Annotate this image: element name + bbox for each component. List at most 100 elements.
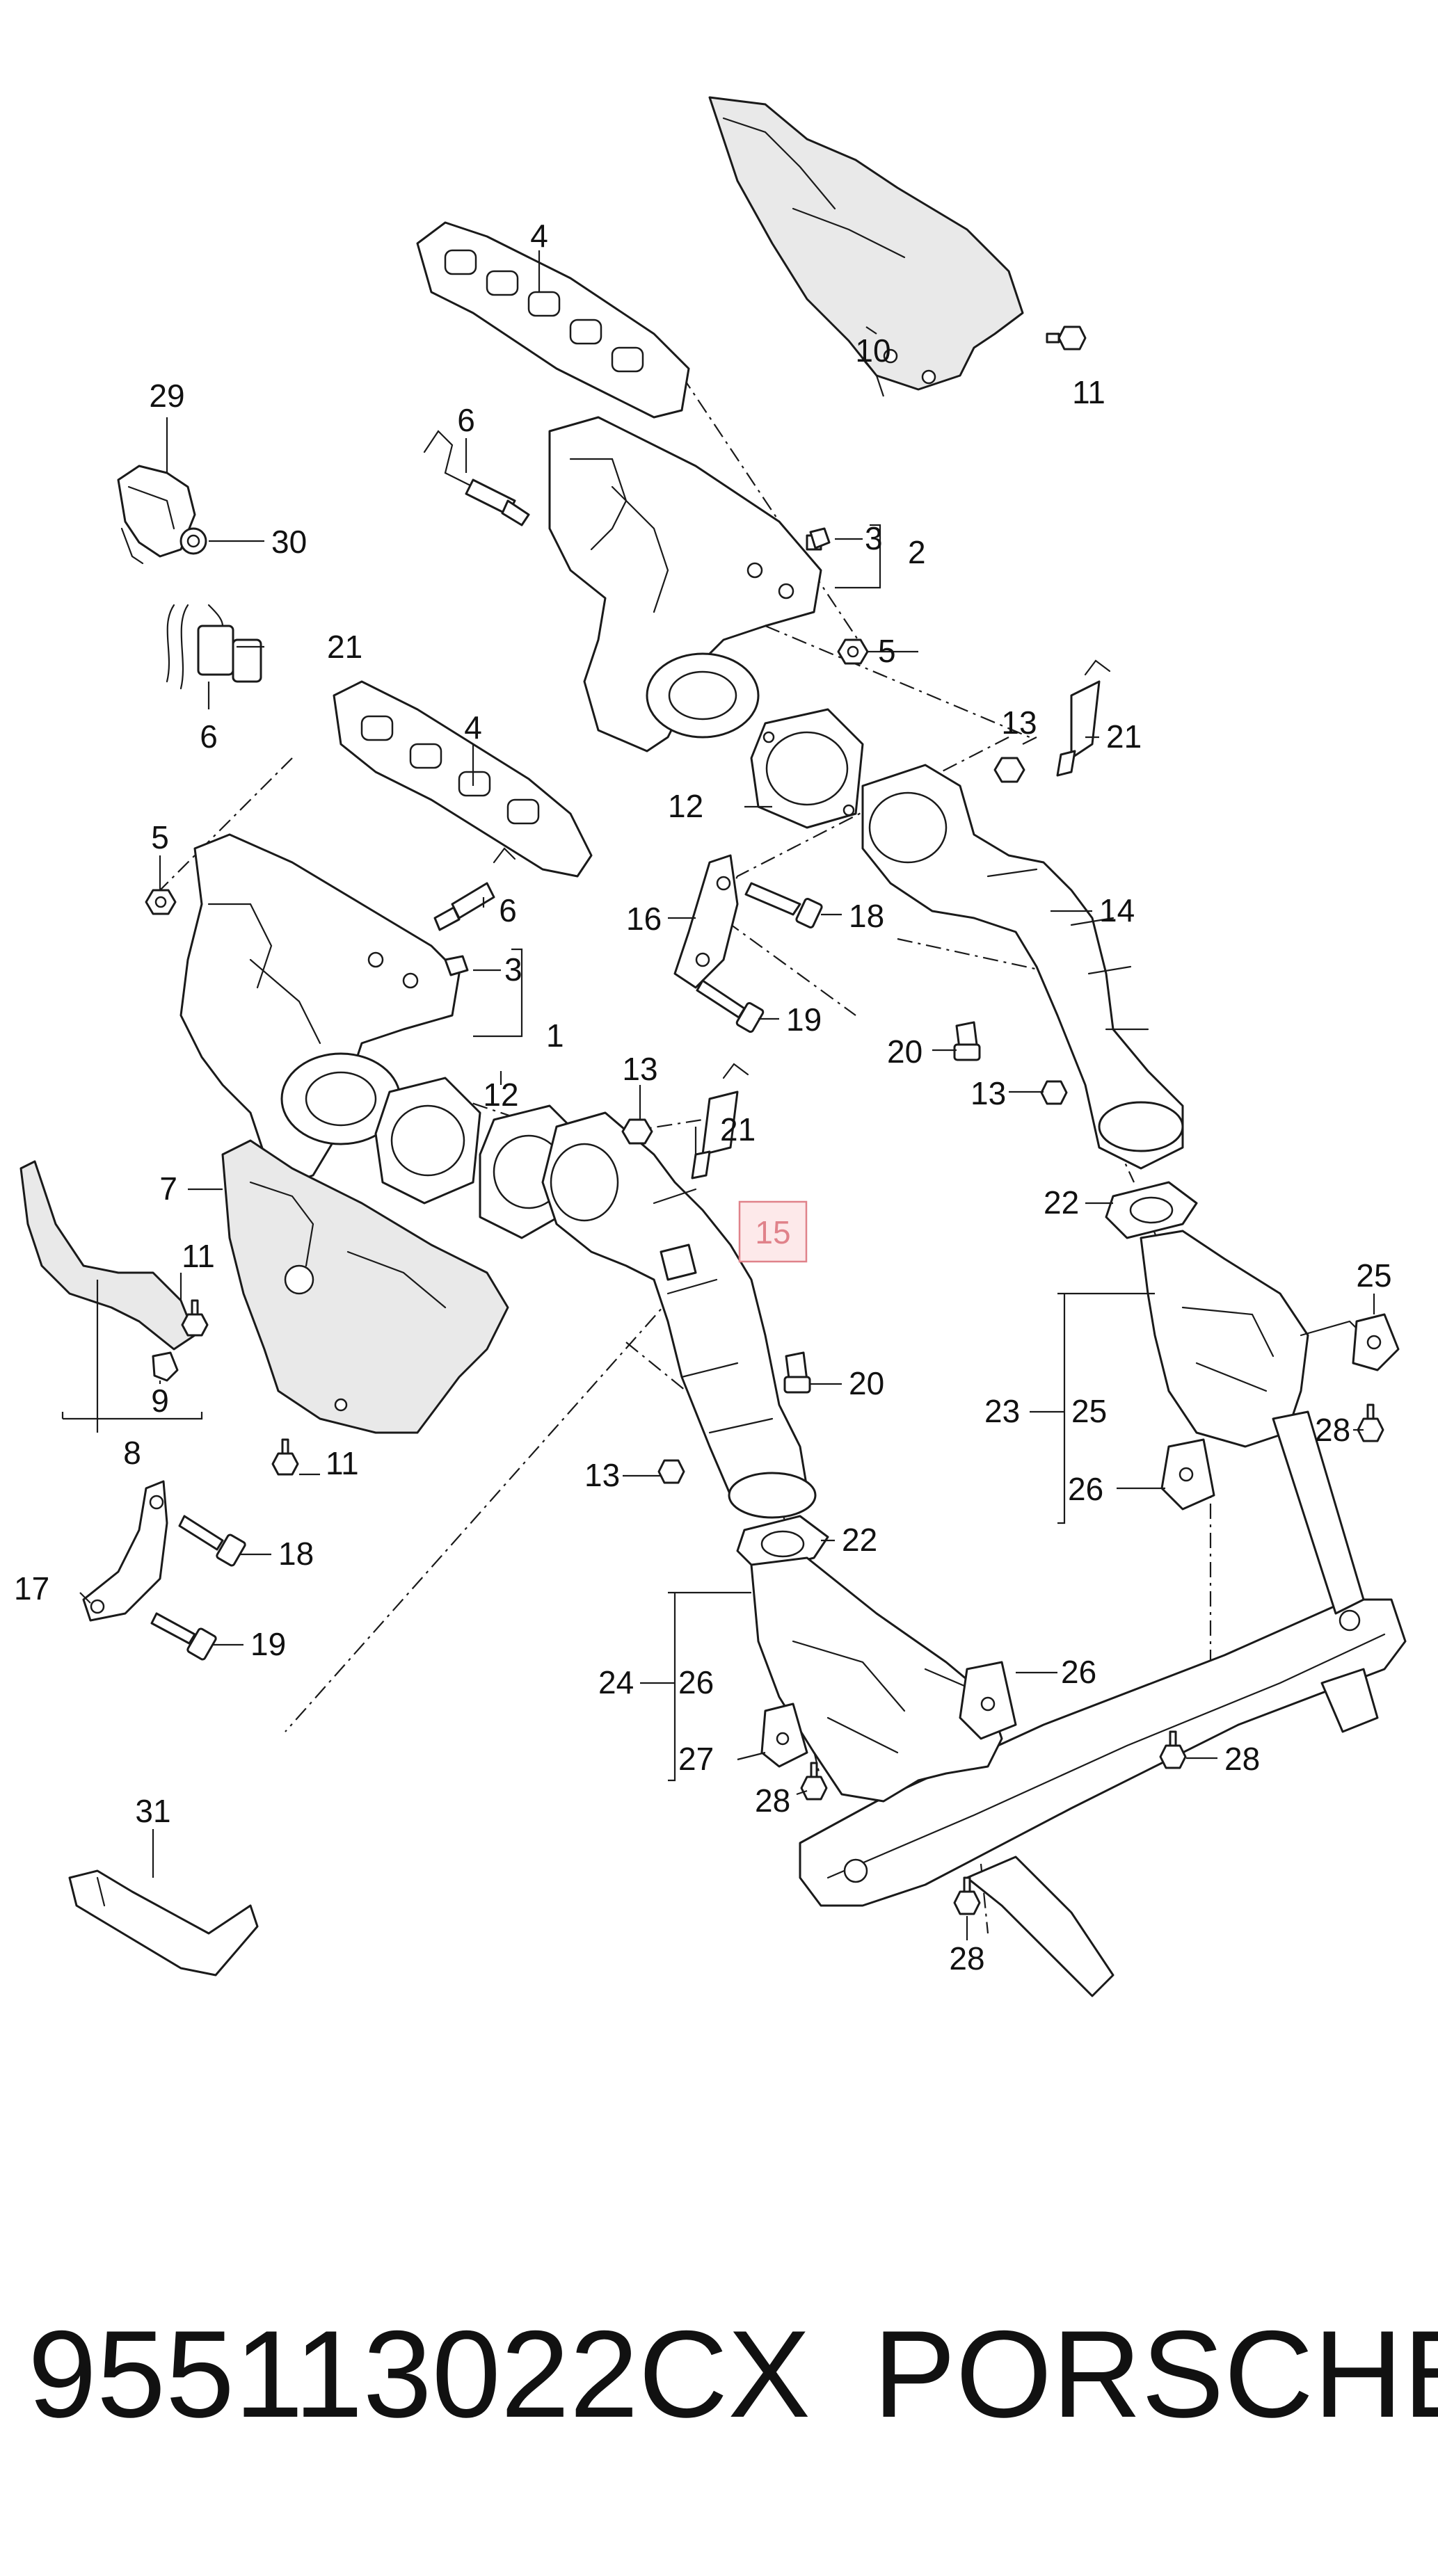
- wiring-harness: [166, 604, 262, 690]
- bolt-19-lower: [150, 1612, 217, 1661]
- crossmember: [799, 1410, 1407, 1907]
- catalyst-pipe-upper: [861, 764, 1184, 1170]
- callout-18-upper: 18: [849, 898, 884, 934]
- callout-20-upper: 20: [887, 1033, 922, 1070]
- callout-6-lower: 6: [499, 892, 517, 928]
- callout-26-right: 26: [1068, 1471, 1103, 1507]
- callout-19-lower: 19: [250, 1626, 286, 1662]
- callout-30: 30: [271, 524, 307, 560]
- nut-13-lower: [621, 1118, 653, 1145]
- callout-13-lower: 13: [622, 1051, 657, 1087]
- callout-12-lower: 12: [483, 1077, 518, 1113]
- callout-21-harness: 21: [327, 629, 362, 665]
- callout-29: 29: [149, 378, 184, 414]
- callout-19-upper: 19: [786, 1001, 822, 1038]
- callout-28-left: 28: [755, 1782, 790, 1819]
- callout-22-lower: 22: [842, 1522, 877, 1558]
- callout-4-upper: 4: [530, 218, 548, 254]
- bolt-11-right: [1046, 325, 1087, 351]
- callout-13-right: 13: [970, 1075, 1006, 1111]
- gasket-lower: [333, 680, 593, 878]
- callout-20-lower: 20: [849, 1365, 884, 1401]
- hanger-27: [760, 1702, 808, 1768]
- oxygen-sensor-21-lower: [691, 1063, 749, 1180]
- callout-25-bracket: 25: [1071, 1393, 1107, 1429]
- callout-28-right: 28: [1315, 1412, 1350, 1448]
- callout-14: 14: [1099, 892, 1135, 928]
- oxygen-sensor-21-upper: [1056, 659, 1111, 777]
- bolt-28-right: [1357, 1403, 1384, 1442]
- callout-9: 9: [151, 1383, 169, 1419]
- callout-23: 23: [984, 1393, 1020, 1429]
- callout-11-left: 11: [182, 1238, 215, 1274]
- paste-tube-31: [68, 1869, 259, 1977]
- callout-12-upper: 12: [668, 788, 703, 824]
- bolt-20-upper: [953, 1021, 981, 1061]
- callout-26-bracket: 26: [678, 1664, 714, 1700]
- catalyst-pipe-15: [541, 1111, 817, 1519]
- callout-4-lower: 4: [464, 709, 482, 746]
- callout-25-right: 25: [1356, 1257, 1391, 1294]
- gasket-upper-12: [750, 708, 864, 829]
- connector-29: [117, 465, 196, 565]
- callouts: 4 10 11 29 30 6 3 2 5 21 6 4 13 21 12 5 …: [14, 218, 1392, 1977]
- catalytic-converter-left: [750, 1556, 1003, 1803]
- highlighted-part-15: 15: [738, 1200, 808, 1263]
- callout-13-left: 13: [584, 1457, 620, 1493]
- callout-8: 8: [123, 1435, 141, 1471]
- heat-shield-right: [708, 96, 1024, 391]
- exhaust-manifold-lower: [179, 833, 461, 1184]
- callout-6-upper: 6: [457, 402, 475, 438]
- tail-pipe: [966, 1855, 1115, 1997]
- oxygen-sensor-upper: [423, 430, 530, 526]
- gasket-22-right: [1105, 1181, 1198, 1239]
- bolt-19-upper: [696, 979, 765, 1033]
- exhaust-manifold-upper: [548, 416, 822, 752]
- bolt-28-bottom: [953, 1876, 981, 1915]
- callout-5-upper: 5: [878, 633, 896, 669]
- callout-22-upper: 22: [1044, 1184, 1079, 1221]
- callout-10: 10: [855, 332, 890, 369]
- callout-26-left: 26: [1061, 1654, 1096, 1690]
- hanger-25: [1352, 1313, 1400, 1371]
- bolt-18-lower: [178, 1515, 246, 1567]
- callout-11-right: 11: [1072, 374, 1105, 410]
- callout-15: 15: [755, 1214, 790, 1250]
- gasket-upper: [416, 221, 690, 419]
- bolt-28-mid: [1159, 1730, 1187, 1769]
- callout-5-lower: 5: [151, 819, 169, 855]
- gasket-lower-12: [374, 1077, 481, 1205]
- footer: 955113022CX PORSCHE: [28, 2305, 1438, 2443]
- heat-shield-left: [221, 1139, 509, 1434]
- callout-16: 16: [626, 901, 662, 937]
- callout-24: 24: [598, 1664, 634, 1700]
- bolt-20-lower: [783, 1351, 811, 1394]
- callout-28-bottom: 28: [949, 1940, 984, 1977]
- callout-11-lower: 11: [326, 1445, 359, 1481]
- bracket-16: [673, 854, 739, 989]
- callout-1: 1: [546, 1017, 564, 1054]
- nut-13-upper: [993, 757, 1025, 783]
- bolt-11-lower: [271, 1438, 299, 1476]
- brand-name: PORSCHE: [873, 2305, 1438, 2443]
- bolt-11-left: [181, 1299, 209, 1337]
- callout-27: 27: [678, 1741, 714, 1777]
- callout-3-upper: 3: [865, 520, 883, 556]
- part-number: 955113022CX: [28, 2305, 810, 2443]
- callout-7: 7: [159, 1170, 177, 1207]
- callout-3-lower: 3: [504, 951, 522, 988]
- callout-21-upper: 21: [1106, 718, 1142, 755]
- callout-17: 17: [14, 1570, 49, 1607]
- hanger-26-left: [959, 1661, 1017, 1740]
- callout-31: 31: [135, 1793, 170, 1829]
- callout-6-harness: 6: [200, 718, 218, 755]
- callout-2: 2: [908, 534, 926, 570]
- catalytic-converter-right: [1140, 1230, 1372, 1448]
- oxygen-sensor-lower: [433, 847, 516, 931]
- hanger-26-right: [1160, 1438, 1215, 1511]
- bolt-18-upper: [744, 882, 823, 928]
- nut-lower: [145, 889, 177, 915]
- callout-21-lower: 21: [720, 1111, 756, 1148]
- clip-upper: [809, 527, 831, 549]
